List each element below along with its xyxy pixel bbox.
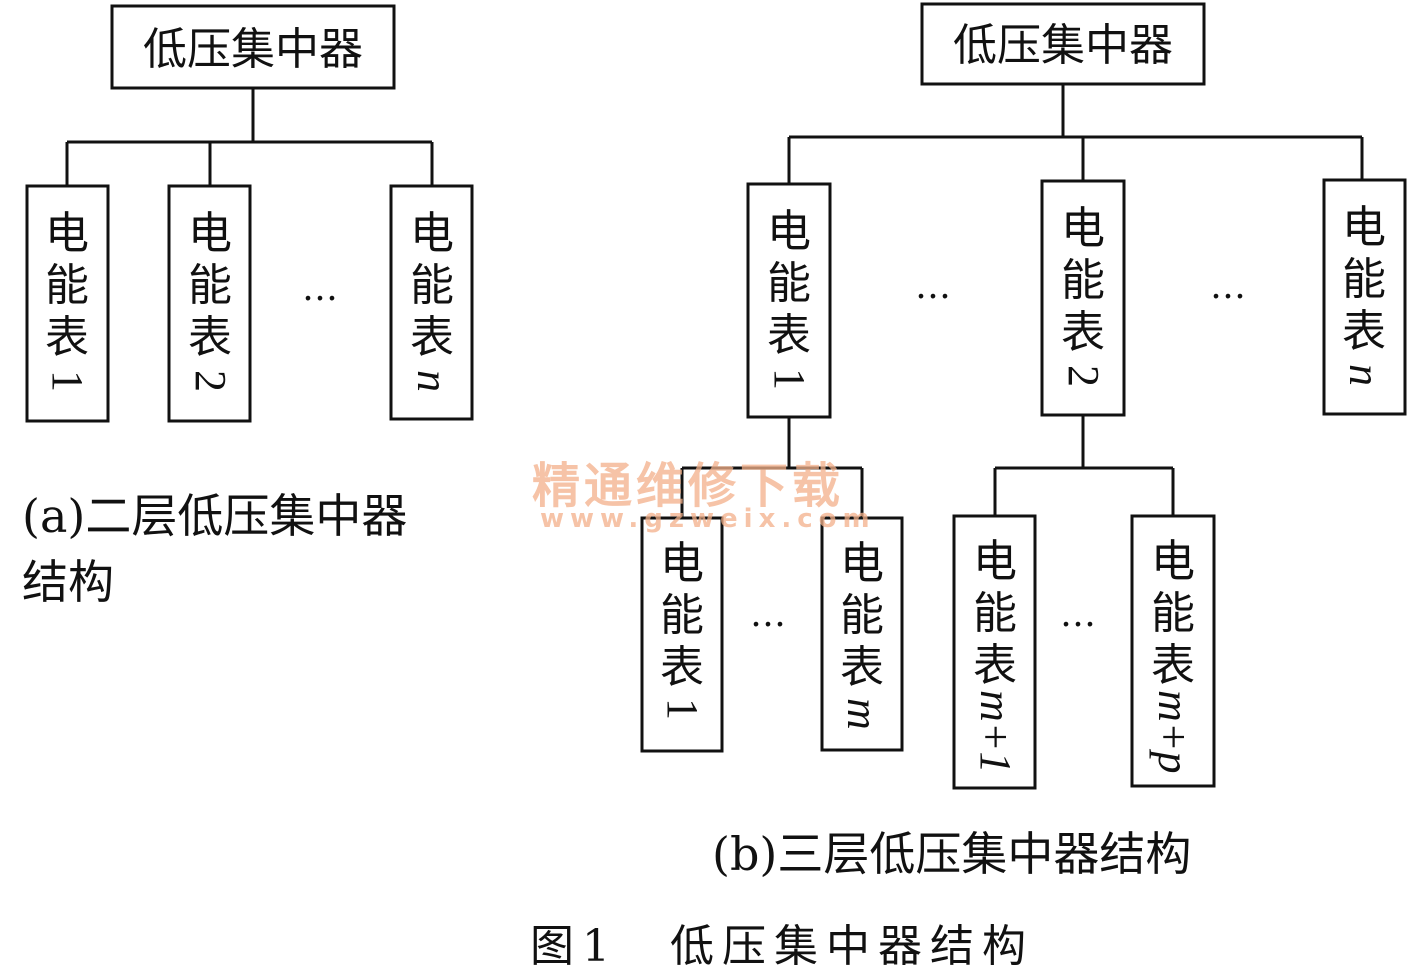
meter-box-b-1-m: 电 能 表 m [820, 516, 904, 752]
ellipsis: … [302, 268, 342, 309]
meter-char: 能 [1151, 588, 1195, 639]
meter-char: 电 [1061, 203, 1105, 254]
meter-char: 能 [660, 590, 704, 641]
meter-char: 能 [767, 258, 811, 309]
meter-number: 1 [43, 370, 92, 392]
meter-char: 电 [410, 208, 454, 259]
ellipsis: … [1060, 594, 1100, 635]
meter-char: 能 [973, 588, 1017, 639]
meter-box-a-1: 电 能 表 1 [25, 184, 110, 423]
meter-char: 表 [410, 312, 454, 363]
caption-b: (b)三层低压集中器结构 [712, 827, 1192, 881]
caption-a-line2: 结构 [22, 555, 114, 609]
ellipsis: … [750, 594, 790, 635]
meter-number: m+1 [971, 690, 1020, 773]
meter-char: 能 [188, 260, 232, 311]
meter-char: 电 [973, 536, 1017, 587]
concentrator-label-a: 低压集中器 [143, 24, 363, 75]
ellipsis: … [1210, 266, 1250, 307]
meter-char: 表 [1342, 306, 1386, 357]
meter-number: n [1340, 364, 1389, 386]
meter-number: 2 [1059, 365, 1108, 387]
meter-box-a-2: 电 能 表 2 [167, 184, 252, 423]
meter-char: 电 [188, 208, 232, 259]
meter-char: 表 [840, 642, 884, 693]
meter-number: 2 [186, 370, 235, 392]
meter-char: 能 [45, 260, 89, 311]
meter-box-b-n: 电 能 表 n [1322, 178, 1407, 416]
meter-char: 电 [1151, 536, 1195, 587]
meter-number: m+p [1149, 690, 1198, 773]
meter-number: 1 [658, 698, 707, 720]
meter-box-b-2-m1: 电 能 表 m+1 [952, 514, 1037, 790]
meter-char: 表 [45, 312, 89, 363]
meter-char: 电 [840, 538, 884, 589]
ellipsis: … [915, 266, 955, 307]
concentrator-box-a [110, 4, 396, 90]
meter-char: 表 [1061, 307, 1105, 358]
meter-box-b-1: 电 能 表 1 [746, 182, 832, 419]
meter-number: n [408, 370, 457, 392]
meter-box-a-n: 电 能 表 n [389, 184, 474, 421]
meter-char: 电 [767, 206, 811, 257]
meter-number: m [838, 698, 887, 730]
meter-box-b-2: 电 能 表 2 [1040, 179, 1126, 417]
meter-char: 表 [660, 642, 704, 693]
meter-number: 1 [765, 368, 814, 390]
diagram-a: 低压集中器 电 能 表 1 电 能 表 2 … 电 能 表 n [25, 4, 474, 423]
meter-char: 电 [660, 538, 704, 589]
figure-title: 图1 低压集中器结构 [530, 921, 1034, 972]
concentrator-box-b [920, 2, 1206, 86]
meter-char: 表 [973, 640, 1017, 691]
meter-char: 能 [410, 260, 454, 311]
meter-char: 能 [840, 590, 884, 641]
meter-char: 电 [1342, 202, 1386, 253]
meter-char: 能 [1061, 255, 1105, 306]
meter-char: 表 [188, 312, 232, 363]
diagram-b: 低压集中器 电 能 表 1 … 电 能 表 2 … 电 能 表 n [640, 2, 1407, 790]
meter-char: 能 [1342, 254, 1386, 305]
meter-char: 表 [767, 310, 811, 361]
meter-box-b-2-mp: 电 能 表 m+p [1130, 514, 1216, 788]
caption-a-line1: (a)二层低压集中器 [22, 489, 408, 543]
meter-box-b-1-1: 电 能 表 1 [640, 516, 724, 753]
concentrator-label-b: 低压集中器 [953, 20, 1173, 71]
meter-char: 电 [45, 208, 89, 259]
meter-char: 表 [1151, 640, 1195, 691]
